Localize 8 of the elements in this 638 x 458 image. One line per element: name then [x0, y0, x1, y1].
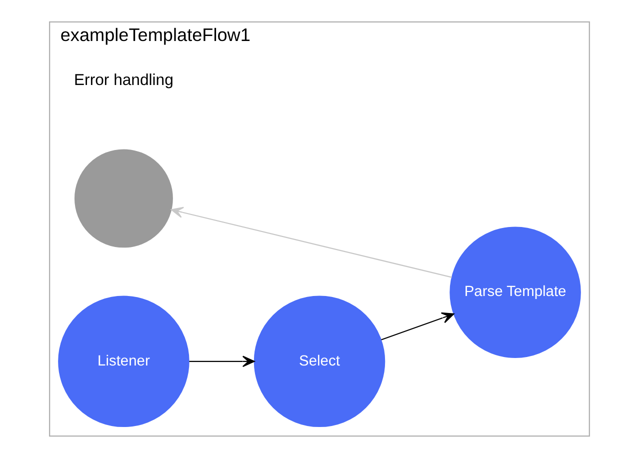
label: Error handling	[74, 72, 173, 89]
node-circle: Select	[253, 296, 385, 428]
node-circle: Listener	[58, 296, 189, 428]
arrow	[170, 206, 452, 278]
arrow	[380, 312, 454, 340]
node-circle: Parse Template	[449, 226, 580, 358]
node-circle	[74, 149, 172, 248]
arrow	[188, 356, 254, 368]
